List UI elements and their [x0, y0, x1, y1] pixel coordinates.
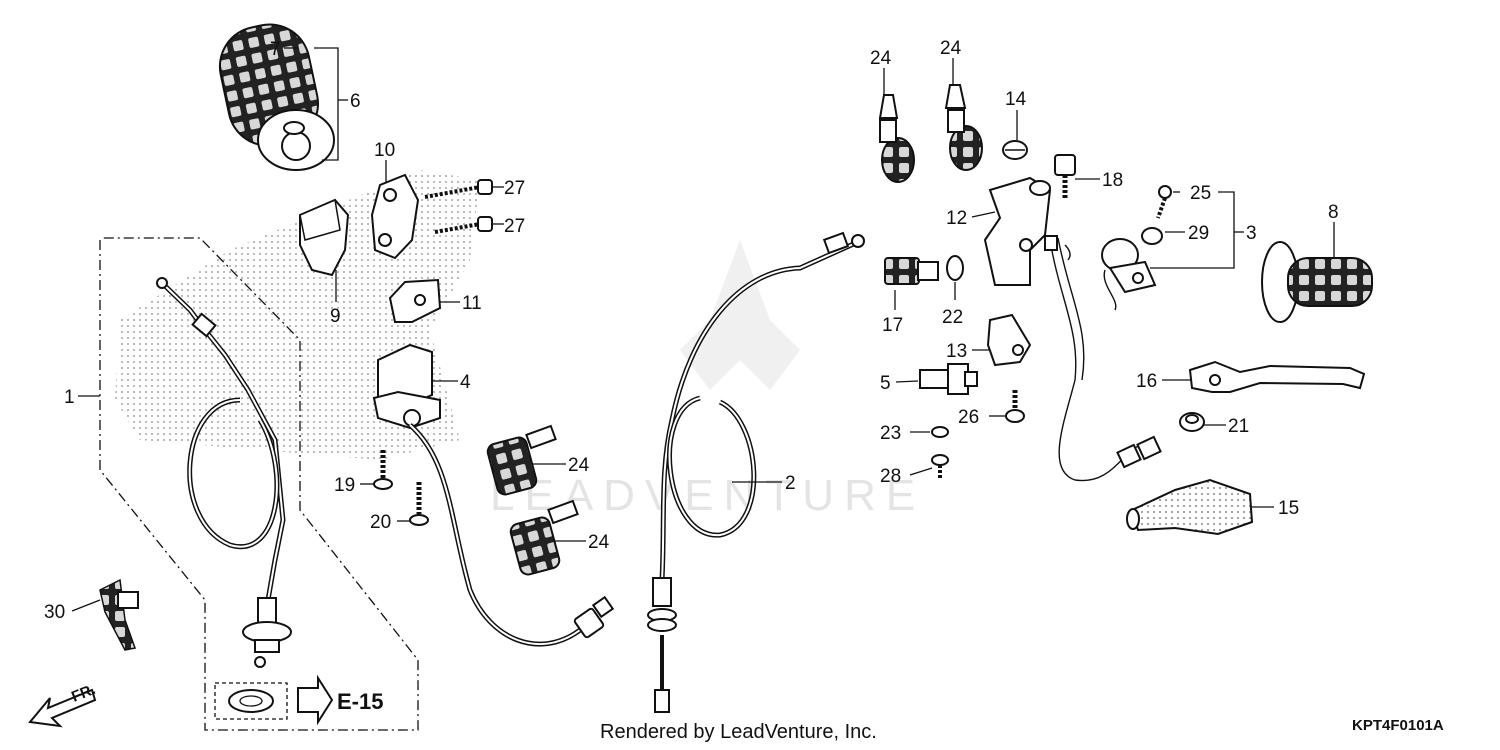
- switch-3[interactable]: [1101, 238, 1157, 294]
- callout-26: 26: [958, 407, 979, 428]
- callout-8: 8: [1328, 202, 1339, 223]
- band-tie-24-d[interactable]: [944, 84, 983, 171]
- diagram-code: KPT4F0101A: [1352, 717, 1444, 734]
- lever-bracket-12[interactable]: [983, 176, 1052, 286]
- callout-21: 21: [1228, 416, 1249, 437]
- callout-24-d: 24: [940, 38, 962, 59]
- bolt-18[interactable]: [1054, 154, 1076, 200]
- engine-stop-switch-part[interactable]: [372, 343, 441, 430]
- leader-lines: [71, 47, 1335, 612]
- callout-23: 23: [880, 423, 901, 444]
- callout-1: 1: [64, 387, 75, 408]
- switch-3-wiring: [1044, 235, 1162, 482]
- callout-22: 22: [942, 307, 963, 328]
- nut-22[interactable]: [946, 255, 964, 281]
- callout-17: 17: [882, 315, 903, 336]
- strap-30[interactable]: [99, 578, 139, 651]
- direction-label: FR.: [69, 681, 98, 706]
- callout-2: 2: [785, 473, 796, 494]
- callout-30: 30: [44, 602, 65, 623]
- callout-19: 19: [334, 475, 355, 496]
- callout-6: 6: [350, 91, 361, 112]
- front-direction-arrow: FR.: [28, 681, 98, 728]
- callout-11: 11: [462, 293, 482, 314]
- dust-cover-15[interactable]: [1126, 478, 1254, 536]
- callout-24-b: 24: [588, 532, 610, 553]
- callout-18: 18: [1102, 170, 1123, 191]
- callout-24-a: 24: [568, 455, 590, 476]
- lever-16[interactable]: [1188, 360, 1366, 393]
- callout-15: 15: [1278, 498, 1299, 519]
- callout-14: 14: [1005, 89, 1027, 110]
- band-tie-24-b[interactable]: [509, 499, 579, 576]
- adjuster-17[interactable]: [884, 257, 939, 285]
- callout-28: 28: [880, 466, 901, 487]
- callout-13: 13: [946, 341, 967, 362]
- clutch-cable-part-1[interactable]: [156, 277, 292, 668]
- callout-27-lower: 27: [504, 216, 525, 237]
- callout-12: 12: [946, 208, 967, 229]
- callout-labels: 7 6 10 27 27 9 11 4 1 24 24 19 20 30 2 2…: [44, 38, 1339, 623]
- footer-caption: Rendered by LeadVenture, Inc.: [600, 721, 877, 743]
- callout-3: 3: [1246, 223, 1257, 244]
- lever-holder-part[interactable]: [299, 173, 420, 277]
- bolt-25[interactable]: [1156, 185, 1172, 219]
- bolt-26[interactable]: [1005, 390, 1025, 423]
- reference-label: E-15: [337, 689, 383, 714]
- watermark: LEADVENTURE: [490, 240, 915, 520]
- callout-29: 29: [1188, 223, 1209, 244]
- callout-25: 25: [1190, 183, 1211, 204]
- callout-4: 4: [460, 372, 471, 393]
- bolt-27-upper[interactable]: [424, 179, 493, 199]
- cap-14[interactable]: [1002, 140, 1028, 160]
- screw-28[interactable]: [931, 454, 949, 480]
- reference-e15[interactable]: E-15: [214, 674, 383, 726]
- throttle-cable-part-2[interactable]: [647, 231, 865, 713]
- callout-20: 20: [370, 512, 391, 533]
- nut-21[interactable]: [1179, 412, 1205, 432]
- band-tie-24-c[interactable]: [878, 94, 915, 183]
- clamp-13[interactable]: [986, 313, 1032, 367]
- callout-24-c: 24: [870, 48, 892, 69]
- washer-23[interactable]: [931, 426, 949, 438]
- switch-wire: [408, 423, 615, 647]
- callout-16: 16: [1136, 371, 1157, 392]
- cap-29[interactable]: [1141, 227, 1163, 245]
- callout-9: 9: [330, 306, 341, 327]
- callout-27-upper: 27: [504, 178, 525, 199]
- switch-5[interactable]: [919, 363, 978, 395]
- band-tie-24-a[interactable]: [486, 424, 557, 496]
- callout-7: 7: [270, 39, 281, 60]
- callout-5: 5: [880, 373, 891, 394]
- callout-10: 10: [374, 140, 395, 161]
- assembly-outline: [99, 237, 419, 731]
- right-grip-part[interactable]: [1261, 241, 1373, 323]
- cover-part[interactable]: [388, 278, 442, 323]
- left-grip-part[interactable]: [212, 17, 335, 171]
- screw-20[interactable]: [409, 482, 429, 526]
